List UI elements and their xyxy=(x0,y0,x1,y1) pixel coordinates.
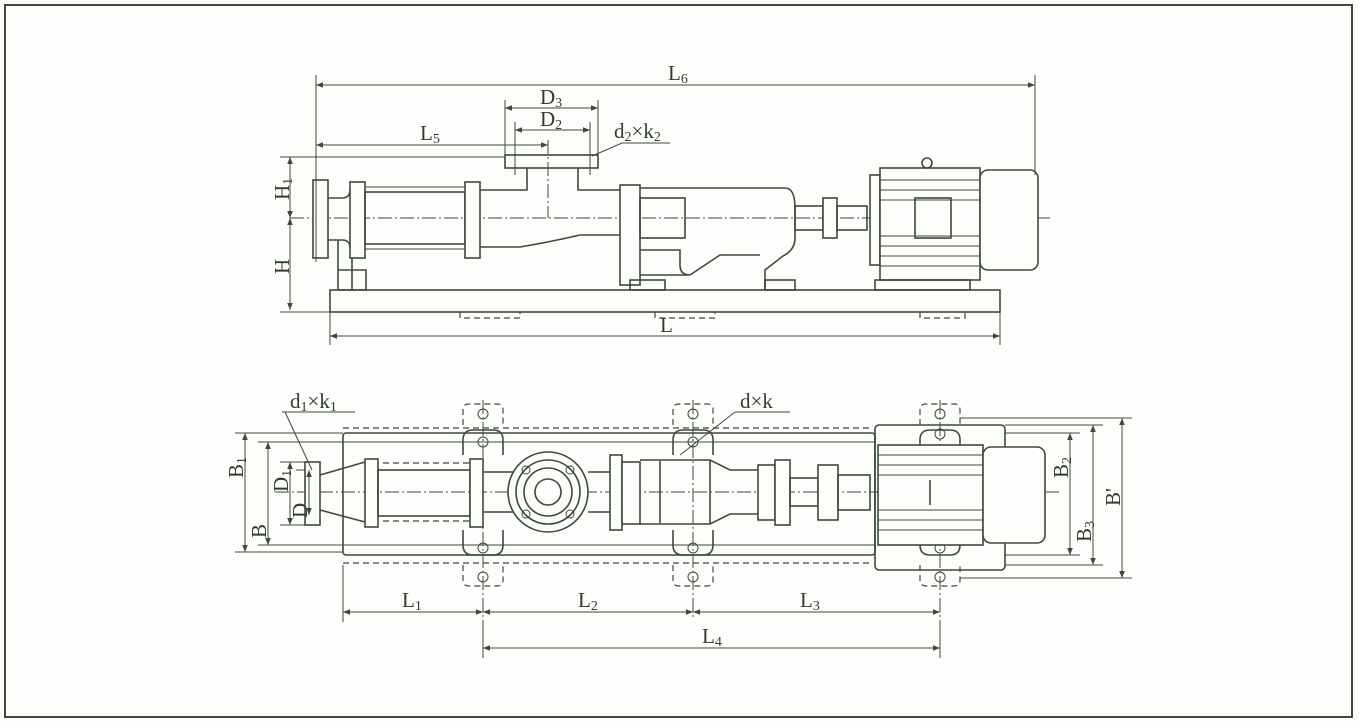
label-L5: L5 xyxy=(420,121,440,147)
drawing-frame xyxy=(4,4,1353,718)
plan-coupling xyxy=(817,464,839,521)
drawing-path xyxy=(591,142,670,157)
drawing-rect xyxy=(979,169,1039,271)
label-B1: B1 xyxy=(224,457,250,478)
drawing-path xyxy=(343,427,873,564)
drawing-path xyxy=(880,179,980,267)
drawing-path xyxy=(383,462,470,522)
drawing-rect xyxy=(609,454,623,531)
drawing-circle xyxy=(515,459,581,525)
drawing-rect xyxy=(774,459,791,526)
label-L6: L6 xyxy=(668,61,688,87)
label-H1: H1 xyxy=(270,178,296,200)
drawing-rect xyxy=(377,469,471,517)
drawing-rect xyxy=(837,474,871,511)
drawing-circle xyxy=(523,467,573,517)
drawing-circle xyxy=(565,509,575,519)
drawing-rect xyxy=(621,461,641,525)
drawing-path xyxy=(459,312,966,319)
drawing-rect xyxy=(469,458,484,528)
drawing-rect xyxy=(914,197,952,239)
drawing-g xyxy=(672,400,714,620)
label-d2xk2: d2×k2 xyxy=(614,119,661,145)
drawing-path xyxy=(679,411,790,456)
drawing-path xyxy=(640,459,770,525)
label-L3: L3 xyxy=(800,588,820,614)
motor xyxy=(869,157,1039,291)
label-D2: D2 xyxy=(540,107,562,133)
outlet-flange xyxy=(504,154,599,169)
drawing-rect xyxy=(982,446,1046,544)
drawing-rect xyxy=(836,205,868,231)
label-H: H xyxy=(270,259,294,274)
plan-outlet-flange xyxy=(507,451,589,533)
label-d1xk1: d1×k1 xyxy=(290,389,337,415)
drawing-rect xyxy=(364,458,379,528)
label-B3: B3 xyxy=(1072,521,1098,542)
label-L4: L4 xyxy=(702,624,722,650)
label-D3: D3 xyxy=(540,85,562,111)
drawing-path xyxy=(480,168,620,248)
label-B: B xyxy=(247,524,271,538)
label-L1: L1 xyxy=(402,588,422,614)
drawing-rect xyxy=(629,279,666,291)
drawing-path xyxy=(588,471,610,513)
label-L: L xyxy=(660,313,673,337)
mounting-holes xyxy=(462,400,961,620)
label-D: D xyxy=(288,503,312,518)
drawing-rect xyxy=(639,197,686,239)
drawing-path xyxy=(319,461,366,523)
side-view: L6 D3 D2 d2×k2 L5 H1 H L xyxy=(270,61,1050,345)
plan-view: d1×k1 d×k B1 B D1 D B2 B3 B' L1 L2 L3 L4 xyxy=(224,389,1132,658)
drawing-circle xyxy=(521,465,531,475)
inlet-flange xyxy=(312,179,329,259)
drawing-path xyxy=(878,454,983,531)
label-B2: B2 xyxy=(1049,457,1075,478)
label-dxk: d×k xyxy=(740,389,773,413)
plan-motor xyxy=(877,444,1046,546)
label-Bprime: B' xyxy=(1101,488,1125,506)
drawing-rect xyxy=(349,181,366,259)
label-D1: D1 xyxy=(269,470,295,492)
drawing-rect xyxy=(757,464,776,521)
drawing-rect xyxy=(464,181,481,259)
drawing-rect xyxy=(869,174,881,266)
drawing-path xyxy=(337,240,367,291)
drawing-rect xyxy=(874,279,971,291)
bearing-flange xyxy=(619,184,641,286)
base-plate xyxy=(329,289,1001,313)
drawing-path xyxy=(960,417,1132,579)
drawing-circle xyxy=(534,478,562,506)
drawing-rect xyxy=(764,279,796,291)
drawing-path xyxy=(640,187,796,290)
drawing-circle xyxy=(921,157,933,169)
drawing-circle xyxy=(565,465,575,475)
coupling xyxy=(822,197,838,239)
label-L2: L2 xyxy=(578,588,598,614)
drawing-path xyxy=(282,411,355,471)
drawing-rect xyxy=(879,167,981,281)
drawing-circle xyxy=(521,509,531,519)
drawing-circle xyxy=(507,451,589,533)
plan-base xyxy=(342,432,876,556)
drawing-path xyxy=(328,189,351,249)
